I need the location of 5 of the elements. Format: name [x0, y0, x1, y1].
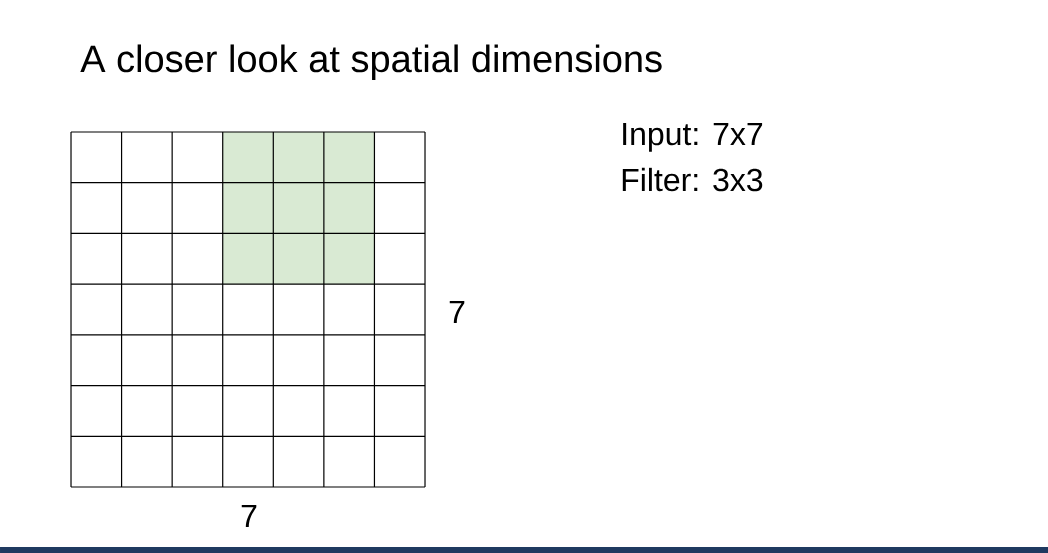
title: A closer look at spatial dimensions [80, 44, 662, 80]
dimension-label: 7 [449, 301, 465, 323]
spec-text: Filter: 3x3 [622, 167, 763, 192]
dimension-label: 7 [241, 505, 257, 527]
spec-text: Input: 7x7 [623, 123, 763, 152]
